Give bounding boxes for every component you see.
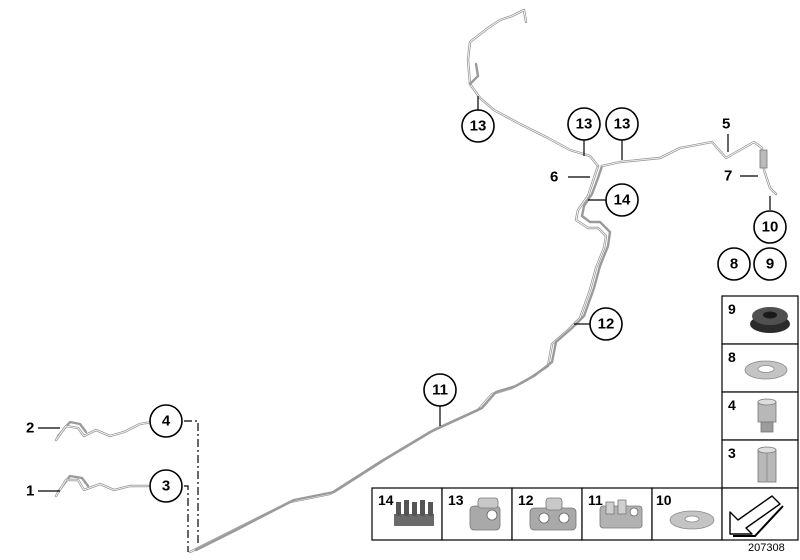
svg-text:14: 14 bbox=[378, 492, 394, 508]
svg-text:9: 9 bbox=[728, 301, 736, 317]
svg-text:12: 12 bbox=[598, 316, 615, 333]
callout-13a: 13 bbox=[461, 109, 495, 143]
diagram-reference-number: 207308 bbox=[748, 542, 785, 554]
part-box-8: 8 bbox=[721, 343, 799, 393]
callout-3: 3 bbox=[149, 469, 183, 503]
label-1: 1 bbox=[26, 483, 34, 500]
callout-9: 9 bbox=[753, 247, 787, 281]
pipe-clip-icon bbox=[394, 500, 434, 526]
washer-icon bbox=[669, 510, 715, 530]
parts-panel-bottom: 14 13 12 bbox=[371, 487, 799, 541]
callout-12: 12 bbox=[589, 307, 623, 341]
part-box-12: 12 bbox=[511, 487, 583, 541]
svg-text:4: 4 bbox=[728, 397, 736, 413]
arrow-icon bbox=[729, 495, 784, 537]
svg-text:13: 13 bbox=[448, 492, 464, 508]
callout-13c: 13 bbox=[605, 107, 639, 141]
brake-line-lower-left-2 bbox=[54, 420, 154, 442]
svg-text:8: 8 bbox=[730, 256, 738, 273]
callout-8: 8 bbox=[717, 247, 751, 281]
callout-11: 11 bbox=[423, 373, 457, 407]
brake-line-main bbox=[188, 164, 612, 554]
svg-text:3: 3 bbox=[728, 445, 736, 461]
label-2: 2 bbox=[26, 420, 34, 437]
part-box-9: 9 bbox=[721, 295, 799, 345]
svg-text:10: 10 bbox=[656, 492, 672, 508]
grommet-icon bbox=[750, 307, 790, 333]
part-box-11: 11 bbox=[581, 487, 653, 541]
svg-text:10: 10 bbox=[762, 219, 779, 236]
label-7: 7 bbox=[724, 168, 732, 185]
direction-arrow-box bbox=[721, 487, 799, 541]
svg-text:11: 11 bbox=[432, 382, 448, 399]
svg-text:13: 13 bbox=[576, 116, 593, 133]
svg-text:3: 3 bbox=[162, 478, 170, 495]
pipe-nut-icon bbox=[757, 446, 777, 483]
svg-text:13: 13 bbox=[614, 116, 631, 133]
callout-14: 14 bbox=[605, 183, 639, 217]
part-box-13: 13 bbox=[441, 487, 513, 541]
svg-text:13: 13 bbox=[470, 118, 487, 135]
pipe-nut-icon bbox=[757, 398, 777, 433]
leader-lines bbox=[38, 96, 771, 552]
svg-text:4: 4 bbox=[162, 413, 171, 430]
brake-line-lower-left-1 bbox=[54, 474, 150, 498]
svg-text:8: 8 bbox=[728, 349, 736, 365]
parts-panel-right: 9 8 4 bbox=[721, 295, 799, 489]
svg-text:11: 11 bbox=[588, 492, 603, 508]
pipe-holder-icon bbox=[469, 497, 501, 531]
label-5: 5 bbox=[722, 116, 730, 133]
double-pipe-holder-icon bbox=[529, 497, 577, 531]
svg-text:9: 9 bbox=[766, 256, 774, 273]
part-box-10: 10 bbox=[651, 487, 723, 541]
part-box-4: 4 bbox=[721, 391, 799, 441]
brake-line-upper-right bbox=[600, 140, 778, 196]
part-box-14: 14 bbox=[371, 487, 443, 541]
label-6: 6 bbox=[550, 169, 558, 186]
callout-10: 10 bbox=[753, 210, 787, 244]
svg-text:12: 12 bbox=[518, 492, 534, 508]
washer-icon bbox=[744, 360, 788, 380]
part-box-3: 3 bbox=[721, 439, 799, 489]
pipe-holder-icon bbox=[599, 499, 643, 529]
svg-text:14: 14 bbox=[614, 192, 631, 209]
callout-4: 4 bbox=[149, 404, 183, 438]
brake-line-upper-left bbox=[466, 8, 600, 168]
callout-13b: 13 bbox=[567, 107, 601, 141]
